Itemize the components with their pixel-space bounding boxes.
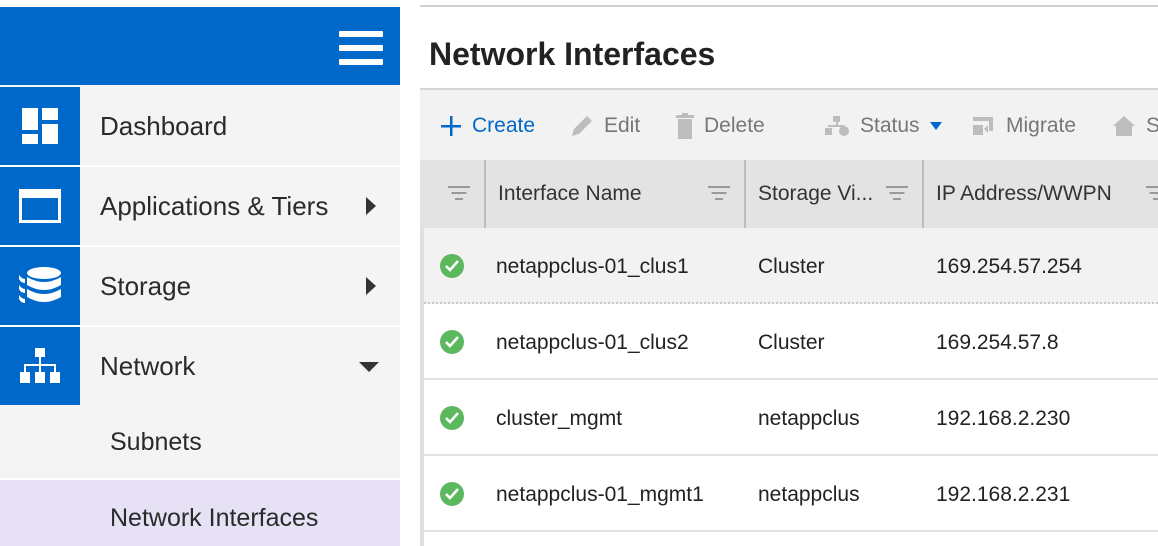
delete-button[interactable]: Delete [676, 90, 765, 162]
sidebar-subitem-label: Network Interfaces [110, 504, 319, 532]
cell-ip-address: 192.168.2.230 [936, 407, 1071, 430]
table-row[interactable]: netappclus-01_mgmt1 netappclus 192.168.2… [424, 456, 1158, 532]
cell-interface-name: netappclus-01_clus2 [496, 331, 689, 354]
migrate-button[interactable]: Migrate [970, 90, 1076, 162]
migrate-label: Migrate [1006, 114, 1077, 137]
check-circle-icon [440, 330, 464, 354]
filter-icon[interactable] [448, 186, 470, 202]
table-row[interactable]: netappclus-01_clus2 Cluster 169.254.57.8 [424, 304, 1158, 380]
divider [80, 325, 400, 327]
filter-icon[interactable] [886, 186, 908, 202]
column-header-storage-vm[interactable]: Storage Vi... [758, 182, 874, 205]
sidebar-item-network[interactable]: Network [0, 327, 400, 405]
chevron-right-icon [366, 197, 376, 215]
edit-label: Edit [604, 114, 641, 137]
main-content: Network Interfaces Create Edit Delete St… [400, 0, 1158, 546]
status-label: Status [860, 114, 920, 137]
sidebar: Dashboard Applications & Tiers [0, 0, 400, 546]
divider [0, 245, 80, 247]
status-nodes-icon [824, 115, 850, 137]
edit-button[interactable]: Edit [570, 90, 640, 162]
sidebar-item-label: Network [100, 351, 196, 381]
create-button[interactable]: Create [440, 90, 535, 162]
cell-ip-address: 192.168.2.231 [936, 483, 1071, 506]
home-icon [1112, 115, 1136, 137]
dashboard-icon [0, 87, 80, 165]
sidebar-item-storage[interactable]: Storage [0, 247, 400, 325]
column-header-ip-address[interactable]: IP Address/WWPN [936, 182, 1112, 205]
caret-down-icon [929, 122, 942, 130]
window-icon [0, 167, 80, 245]
cell-storage-vm: Cluster [758, 255, 825, 278]
column-separator [484, 160, 486, 228]
network-tree-icon [0, 327, 80, 405]
cell-ip-address: 169.254.57.8 [936, 331, 1059, 354]
chevron-right-icon [366, 277, 376, 295]
sidebar-subitem-network-interfaces[interactable]: Network Interfaces [0, 480, 400, 546]
more-toolbar-button[interactable]: S [1112, 90, 1158, 162]
sidebar-item-label: Storage [100, 271, 192, 301]
create-label: Create [472, 114, 536, 137]
sidebar-item-dashboard[interactable]: Dashboard [0, 87, 400, 165]
divider [0, 325, 80, 327]
column-separator [922, 160, 924, 228]
table-left-border [420, 228, 424, 546]
status-dropdown-button[interactable]: Status [824, 90, 942, 162]
plus-icon [440, 115, 462, 137]
trash-icon [676, 113, 694, 139]
database-icon [0, 247, 80, 325]
filter-icon[interactable] [708, 186, 730, 202]
table-header: Interface Name Storage Vi... IP Address/… [420, 160, 1158, 228]
divider [420, 5, 1158, 7]
toolbar: Create Edit Delete Status Migrate [420, 88, 1158, 160]
divider [80, 165, 400, 167]
cell-interface-name: cluster_mgmt [496, 407, 623, 430]
sidebar-subitem-label: Subnets [110, 428, 202, 456]
cell-storage-vm: Cluster [758, 331, 825, 354]
sidebar-item-applications-tiers[interactable]: Applications & Tiers [0, 167, 400, 245]
sidebar-subitem-subnets[interactable]: Subnets [0, 406, 400, 478]
sidebar-item-label: Dashboard [100, 111, 228, 141]
cell-interface-name: netappclus-01_mgmt1 [496, 483, 704, 506]
sidebar-top-strip [0, 0, 400, 7]
column-separator [744, 160, 746, 228]
check-circle-icon [440, 406, 464, 430]
cell-interface-name: netappclus-01_clus1 [496, 255, 689, 278]
pencil-icon [570, 114, 594, 138]
table-row[interactable]: netappclus-01_clus1 Cluster 169.254.57.2… [424, 228, 1158, 304]
check-circle-icon [440, 482, 464, 506]
column-header-interface-name[interactable]: Interface Name [498, 182, 642, 205]
cell-ip-address: 169.254.57.254 [936, 255, 1082, 278]
check-circle-icon [440, 254, 464, 278]
filter-icon[interactable] [1146, 186, 1158, 202]
table-row[interactable]: cluster_mgmt netappclus 192.168.2.230 [424, 380, 1158, 456]
sidebar-header [0, 7, 400, 85]
chevron-down-icon [359, 362, 379, 372]
migrate-icon [970, 115, 996, 137]
cell-storage-vm: netappclus [758, 407, 860, 430]
sidebar-item-label: Applications & Tiers [100, 191, 329, 221]
divider [0, 478, 400, 480]
page-title: Network Interfaces [429, 36, 716, 72]
divider [80, 245, 400, 247]
delete-label: Delete [704, 114, 765, 137]
cell-storage-vm: netappclus [758, 483, 860, 506]
hamburger-menu-icon[interactable] [339, 31, 383, 65]
divider [0, 165, 80, 167]
more-toolbar-label: S [1146, 114, 1158, 137]
